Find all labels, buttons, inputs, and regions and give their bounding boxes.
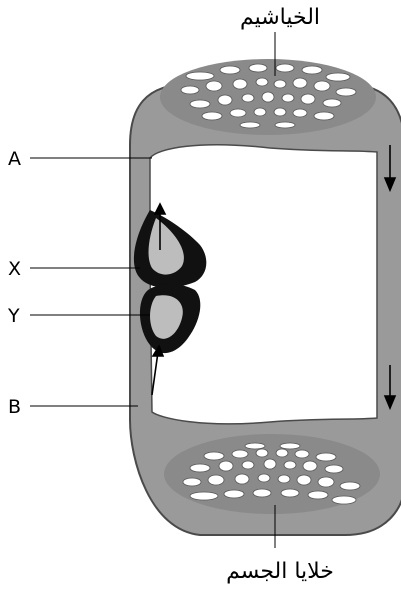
gills-capillary-bed <box>160 59 376 135</box>
body-cells-capillary-bed <box>164 434 380 514</box>
label-b: B <box>8 396 21 418</box>
label-x: X <box>8 258 21 280</box>
label-a: A <box>8 148 21 170</box>
gills-label: الخياشيم <box>240 5 320 30</box>
body-cells-label: خلايا الجسم <box>226 559 334 584</box>
label-y: Y <box>7 305 20 327</box>
